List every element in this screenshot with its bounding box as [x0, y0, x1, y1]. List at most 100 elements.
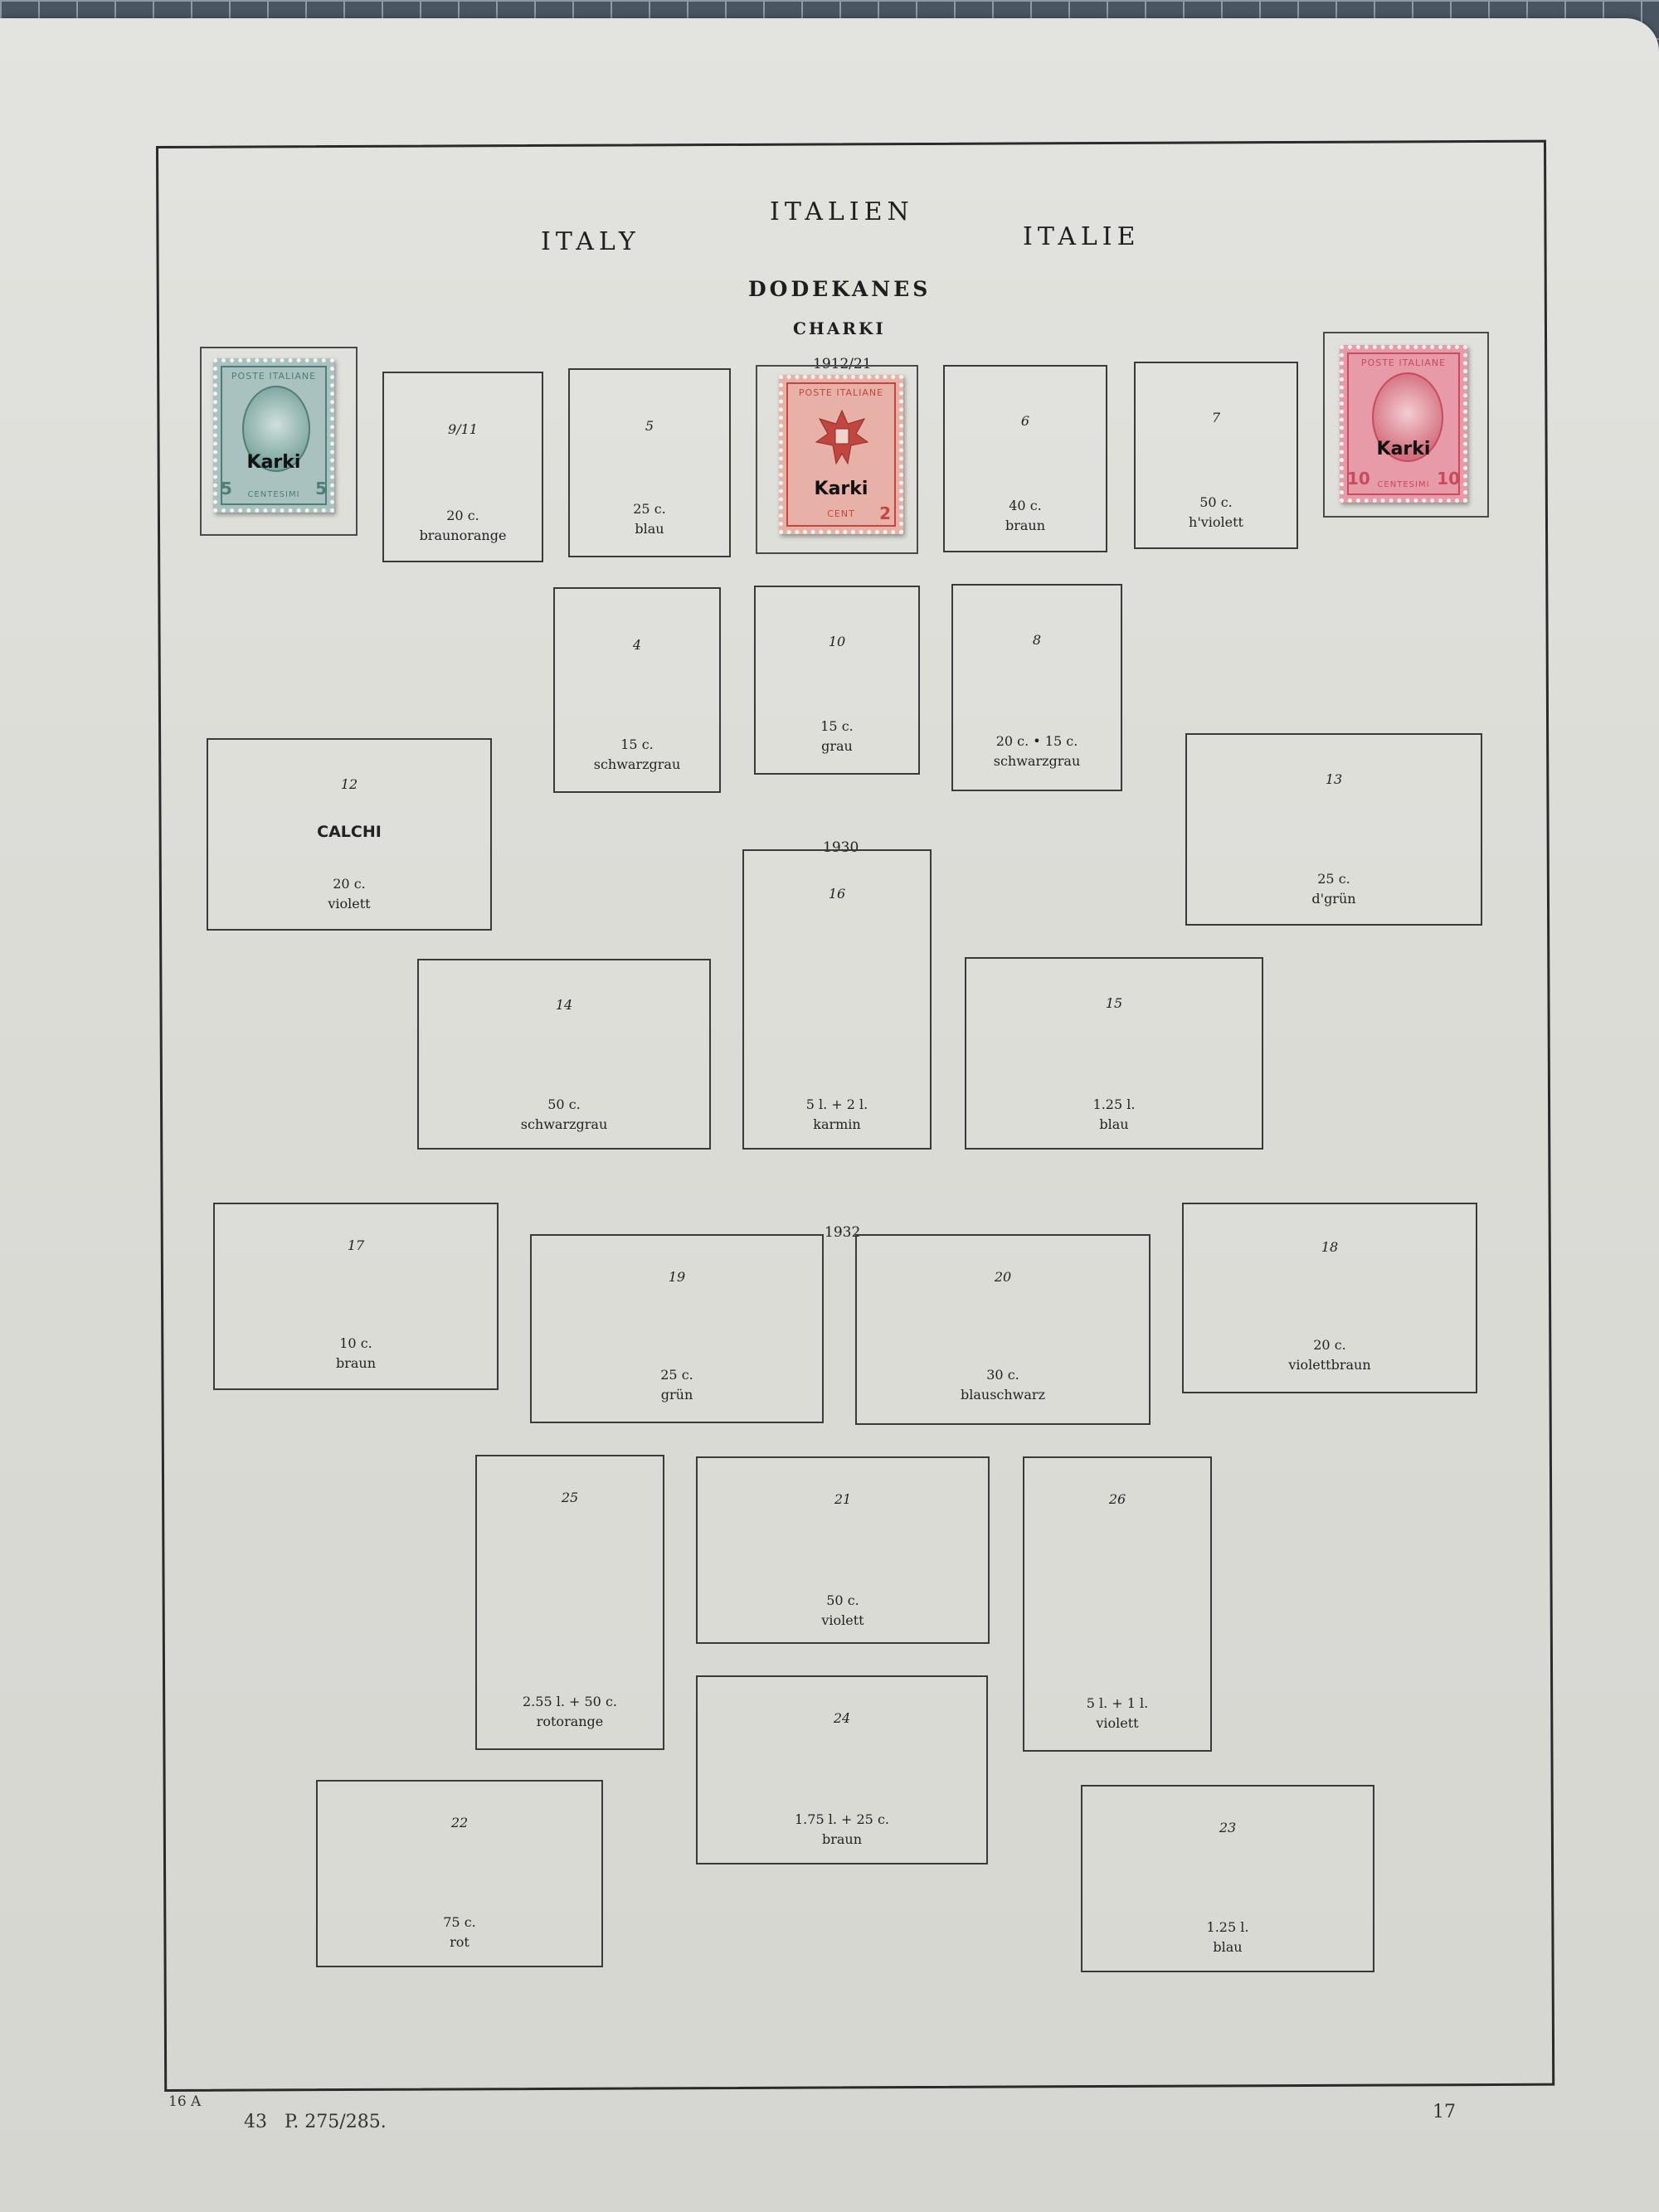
mounted-stamp: POSTE ITALIANE Karki 10 10 CENTESIMI: [1340, 345, 1467, 503]
period-label: 1930: [823, 839, 859, 856]
stamp-description: 10 c.braun: [335, 1335, 377, 1371]
catalog-number: 24: [833, 1710, 851, 1726]
sheet-code: 16 A: [168, 2093, 202, 2110]
catalog-number: 4: [632, 637, 642, 653]
stamp-space[interactable]: 19 25 c.grün: [530, 1234, 824, 1423]
catalog-number: 15: [1105, 995, 1123, 1011]
stamp-legend: POSTE ITALIANE: [1360, 357, 1447, 368]
catalog-number: 14: [555, 997, 573, 1013]
stamp-face-value: CENTESIMI: [1377, 480, 1430, 489]
title-italien: ITALIEN: [770, 197, 914, 226]
stamp-description: 75 c.rot: [443, 1914, 476, 1950]
stamp-description: 25 c.grün: [660, 1367, 693, 1403]
stamp-space[interactable]: 26 5 l. + 1 l.violett: [1023, 1456, 1212, 1752]
catalog-number: 7: [1211, 410, 1221, 425]
stamp-space[interactable]: 7 50 c.h'violett: [1134, 362, 1298, 549]
stamp-mount[interactable]: POSTE ITALIANE Karki 2 CENT: [756, 365, 918, 554]
stamp-overprint: Karki: [246, 452, 301, 473]
stamp-mount[interactable]: POSTE ITALIANE Karki 10 10 CENTESIMI: [1323, 332, 1489, 518]
stamp-description: 20 c. • 15 c.schwarzgrau: [993, 733, 1081, 769]
stamp-description: 5 l. + 2 l.karmin: [805, 1096, 868, 1132]
catalog-number: 19: [668, 1269, 686, 1285]
eagle-emblem-icon: [813, 406, 871, 472]
stamp-space[interactable]: 14 50 c.schwarzgrau: [417, 959, 711, 1150]
stamp-description: 5 l. + 1 l.violett: [1086, 1695, 1149, 1731]
catalog-number: 22: [450, 1815, 469, 1830]
stamp-frame: [221, 366, 327, 505]
stamp-space[interactable]: 16 5 l. + 2 l.karmin: [742, 849, 932, 1150]
catalog-number: 16: [828, 886, 846, 902]
stamp-description: 25 c.d'grün: [1311, 871, 1356, 907]
stamp-face-value: CENTESIMI: [247, 490, 300, 499]
stamp-mount[interactable]: POSTE ITALIANE Karki 5 5 CENTESIMI: [200, 347, 358, 536]
stamp-denomination: 10: [1437, 469, 1460, 489]
stamp-space[interactable]: 5 25 c.blau: [568, 368, 731, 557]
stamp-space[interactable]: 8 20 c. • 15 c.schwarzgrau: [951, 584, 1122, 791]
stamp-description: 20 c.braunorange: [419, 508, 507, 543]
stamp-space[interactable]: 18 20 c.violettbraun: [1182, 1203, 1477, 1393]
album-page: ITALIEN ITALY ITALIE DODEKANES CHARKI 19…: [0, 18, 1659, 2212]
stamp-space[interactable]: 4 15 c.schwarzgrau: [553, 587, 721, 793]
overprint-variant-label: CALCHI: [317, 823, 382, 841]
stamp-denomination: 5: [315, 479, 327, 498]
catalog-number: 12: [340, 776, 358, 792]
catalog-number: 25: [561, 1490, 579, 1505]
stamp-face-value: CENT: [827, 508, 855, 519]
title-italy: ITALY: [541, 227, 640, 256]
mounted-stamp: POSTE ITALIANE Karki 2 CENT: [779, 375, 903, 534]
catalog-number: 13: [1325, 771, 1343, 787]
title-italie: ITALIE: [1023, 222, 1141, 251]
catalog-number: 21: [834, 1491, 852, 1507]
stamp-space[interactable]: 13 25 c.d'grün: [1185, 733, 1482, 926]
catalog-number: 6: [1020, 413, 1030, 429]
stamp-overprint: Karki: [814, 479, 868, 499]
stamp-description: 1.25 l.blau: [1092, 1096, 1136, 1132]
stamp-description: 20 c.violettbraun: [1288, 1337, 1371, 1373]
stamp-description: 50 c.h'violett: [1189, 494, 1243, 530]
catalog-number: 9/11: [448, 421, 478, 437]
stamp-description: 50 c.violett: [821, 1592, 864, 1628]
catalog-number: 26: [1108, 1491, 1126, 1507]
stamp-description: 50 c.schwarzgrau: [520, 1096, 608, 1132]
stamp-space[interactable]: 21 50 c.violett: [696, 1456, 990, 1644]
stamp-frame: [1347, 352, 1460, 495]
stamp-space[interactable]: 23 1.25 l.blau: [1081, 1785, 1374, 1972]
stamp-space[interactable]: 6 40 c.braun: [943, 365, 1107, 552]
stamp-overprint: Karki: [1376, 439, 1431, 459]
stamp-denomination: 2: [879, 503, 891, 523]
mounted-stamp: POSTE ITALIANE Karki 5 5 CENTESIMI: [213, 358, 334, 513]
island-heading: CHARKI: [793, 318, 886, 338]
stamp-space[interactable]: 17 10 c.braun: [213, 1203, 499, 1390]
stamp-space[interactable]: 9/11 20 c.braunorange: [382, 372, 543, 562]
stamp-space[interactable]: 12 CALCHI 20 c.violett: [207, 738, 492, 931]
stamp-description: 2.55 l. + 50 c.rotorange: [523, 1694, 617, 1729]
region-heading: DODEKANES: [748, 277, 932, 301]
stamp-space[interactable]: 22 75 c.rot: [316, 1780, 603, 1967]
stamp-description: 30 c.blauschwarz: [961, 1367, 1045, 1403]
stamp-denomination: 5: [221, 479, 232, 498]
period-label: 1932: [825, 1224, 861, 1241]
king-portrait-icon: [242, 386, 310, 472]
stamp-space[interactable]: 20 30 c.blauschwarz: [855, 1234, 1151, 1425]
stamp-frame: [786, 382, 896, 527]
catalog-number: 10: [828, 634, 846, 649]
stamp-space[interactable]: 15 1.25 l.blau: [965, 957, 1263, 1150]
catalog-reference: 43 P. 275/285.: [244, 2112, 387, 2132]
period-label: 1912/21: [813, 356, 872, 372]
catalog-number: 17: [347, 1237, 365, 1253]
page-number: 17: [1433, 2102, 1456, 2122]
stamp-description: 1.75 l. + 25 c.braun: [795, 1811, 889, 1847]
stamp-description: 15 c.schwarzgrau: [593, 737, 681, 772]
stamp-denomination: 10: [1347, 469, 1370, 489]
catalog-number: 18: [1321, 1239, 1339, 1255]
stamp-description: 20 c.violett: [328, 876, 371, 912]
stamp-legend: POSTE ITALIANE: [798, 387, 884, 398]
catalog-number: 23: [1219, 1820, 1237, 1835]
stamp-legend: POSTE ITALIANE: [231, 371, 317, 382]
stamp-description: 25 c.blau: [633, 501, 666, 537]
catalog-number: 20: [994, 1269, 1012, 1285]
stamp-space[interactable]: 24 1.75 l. + 25 c.braun: [696, 1675, 988, 1864]
stamp-space[interactable]: 25 2.55 l. + 50 c.rotorange: [475, 1455, 664, 1750]
stamp-space[interactable]: 10 15 c.grau: [754, 586, 920, 775]
catalog-number: 8: [1032, 632, 1042, 648]
